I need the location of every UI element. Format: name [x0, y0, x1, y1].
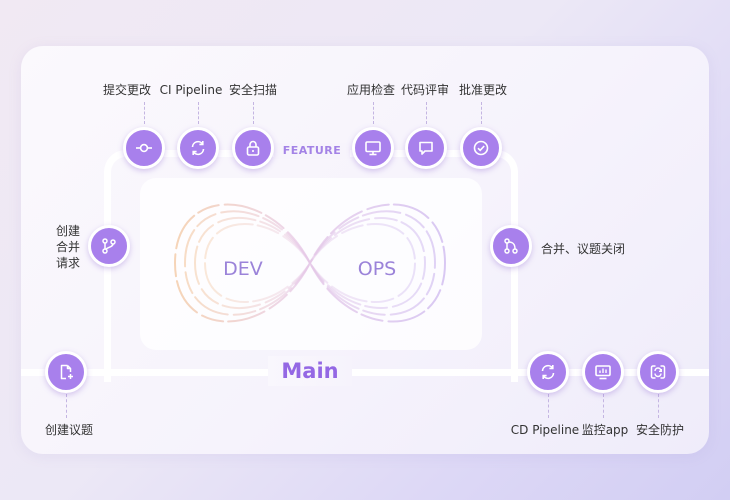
- connector: [481, 102, 482, 124]
- new-issue-icon: [60, 364, 73, 380]
- devops-card: [140, 178, 482, 350]
- monitor-icon: [365, 141, 381, 156]
- node-label-create-issue: 创建议题: [44, 423, 94, 437]
- connector: [66, 394, 67, 418]
- refresh-icon: [541, 364, 555, 380]
- node-label-create-merge-request: 创建 合并 请求: [56, 224, 81, 270]
- commit-node[interactable]: [123, 127, 165, 169]
- connector: [198, 102, 199, 124]
- feature-branch-label: FEATURE: [274, 143, 350, 159]
- connector: [426, 102, 427, 124]
- security-scan-node[interactable]: [232, 127, 274, 169]
- connector: [373, 102, 374, 124]
- node-label-app-check: 应用检查: [346, 83, 396, 97]
- connector: [144, 102, 145, 124]
- merge-request-node[interactable]: [88, 225, 130, 267]
- chat-icon: [419, 141, 433, 155]
- node-label-ci-pipeline: CI Pipeline: [159, 83, 223, 97]
- node-label-approve: 批准更改: [458, 83, 508, 97]
- merge-icon: [504, 238, 518, 254]
- lock-icon: [246, 140, 260, 156]
- node-label-cd-pipeline: CD Pipeline: [510, 423, 580, 437]
- ci-pipeline-node[interactable]: [177, 127, 219, 169]
- node-label-security-scan: 安全扫描: [228, 83, 278, 97]
- cd-pipeline-node[interactable]: [527, 351, 569, 393]
- check-circle-icon: [473, 140, 489, 156]
- main-branch-label: Main: [268, 356, 352, 386]
- connector: [603, 394, 604, 418]
- node-label-monitor-app: 监控app: [581, 423, 629, 437]
- node-label-security-protection: 安全防护: [635, 423, 685, 437]
- merge-close-issue-node[interactable]: [490, 225, 532, 267]
- node-label-commit: 提交更改: [102, 83, 152, 97]
- shield-loop-icon: [650, 365, 666, 379]
- security-protection-node[interactable]: [637, 351, 679, 393]
- code-review-node[interactable]: [405, 127, 447, 169]
- branch-icon: [102, 238, 116, 254]
- approve-node[interactable]: [460, 127, 502, 169]
- app-check-node[interactable]: [352, 127, 394, 169]
- monitor-chart-icon: [595, 365, 611, 380]
- node-label-merge-close-issue: 合并、议题关闭: [540, 242, 626, 256]
- refresh-icon: [191, 140, 205, 156]
- commit-icon: [136, 143, 152, 153]
- monitor-app-node[interactable]: [582, 351, 624, 393]
- create-issue-node[interactable]: [45, 351, 87, 393]
- main-track: [21, 369, 709, 376]
- connector: [548, 394, 549, 418]
- node-label-code-review: 代码评审: [400, 83, 450, 97]
- connector: [253, 102, 254, 124]
- connector: [658, 394, 659, 418]
